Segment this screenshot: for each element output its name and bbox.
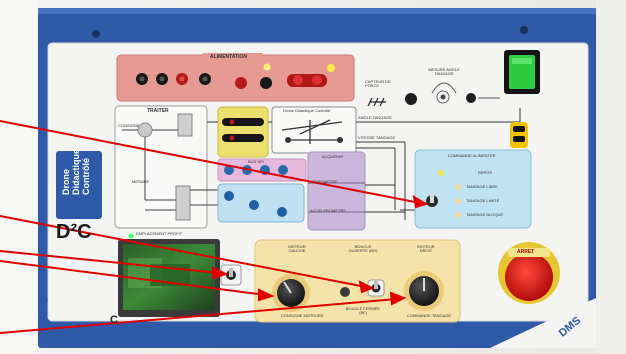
open-loop-title: BOUCLE OUVERTE (BO): [348, 244, 378, 253]
acquisition-title: ACQUERIR: [322, 154, 344, 159]
drone-title: Drone Didactique Contrôlé: [283, 108, 331, 113]
pointer-to-bo-bf-switch: [0, 215, 367, 288]
mode-led: [455, 212, 461, 218]
right-margin: [596, 0, 626, 354]
gyro-label: GYROMETRE: [312, 179, 338, 184]
pointer-to-mode-switch: [0, 120, 421, 204]
speed-output-label: VITESSE TANGAGE: [358, 135, 396, 140]
pointer-arrowhead: [358, 280, 375, 294]
mode-led: [438, 170, 444, 176]
power-command-block: [414, 149, 532, 229]
accel-label: ACCELEROMETRE: [310, 208, 347, 213]
angle-output-label: ANGLE TANGAGE: [358, 115, 392, 120]
supply-title: ALIMENTATION: [210, 54, 248, 60]
bo-bf-terminal: [340, 287, 350, 297]
force-sensor-title: CAPTEUR DE FORCE: [365, 79, 391, 88]
supply-terminals: [136, 73, 327, 89]
side-title-line: Didactique: [71, 148, 81, 195]
mode-led: [455, 184, 461, 190]
force-terminal: [405, 93, 417, 105]
corrector-box: [177, 113, 193, 137]
left-motor-title: MOTEUR GAUCHE: [288, 244, 306, 253]
filter-box: [175, 185, 191, 221]
connector-block: [217, 183, 305, 223]
stop-label: ARRET: [517, 249, 535, 255]
status-led: [128, 233, 134, 239]
processing-wires: [122, 129, 222, 211]
processing-title: TRAITER: [147, 108, 169, 114]
corner-triangle: [490, 298, 596, 348]
supply-led: [327, 64, 335, 72]
screw: [520, 26, 528, 34]
angle-terminal-black: [466, 93, 476, 103]
mode-led: [455, 198, 461, 204]
corner-letter: C: [110, 314, 118, 326]
mode-limite: TANGAGE LIMITÉ: [466, 198, 500, 203]
supply-led: [263, 63, 271, 71]
mode-libre: TANGAGE LIBRE: [466, 184, 498, 189]
pointer-to-right-motor-knob: [0, 298, 398, 334]
mode-bloque: TANGAGE BLOQUÉ: [466, 212, 504, 217]
summator: [137, 122, 153, 138]
stop-button[interactable]: [505, 253, 553, 301]
acquisition-block: [307, 151, 366, 231]
pointer-arrowhead: [212, 266, 229, 280]
left-margin: [0, 0, 38, 354]
consigne-label: CONSIGNE: [118, 123, 140, 128]
side-title-line: Drone: [61, 168, 71, 195]
pointer-arrowhead: [258, 288, 275, 302]
closed-loop-title: BOUCLE FERMÉE (BF): [345, 306, 381, 315]
drone-sketch: [281, 119, 343, 144]
angle-measure-title: MESURE ANGLE TANGAGE: [428, 67, 460, 76]
right-motor-title: MOTEUR DROIT: [417, 244, 435, 253]
measure-label: MESURE: [132, 179, 150, 184]
board-highlight: [38, 8, 596, 14]
side-title-panel: [56, 151, 102, 219]
pointer-arrowhead: [389, 291, 407, 306]
ground-symbol: [367, 97, 386, 107]
screw: [92, 30, 100, 38]
pointer-to-left-motor-knob: [0, 260, 267, 296]
supply-title-tab: [203, 53, 263, 61]
side-title-line: Contrôlé: [81, 158, 91, 195]
motor-command-title: CONSIGNE MOTEURS: [281, 313, 324, 318]
mode-repos: REPOS: [478, 170, 493, 175]
power-command-title: COMMANDE ALIMENTER: [448, 153, 496, 158]
pointer-arrowhead: [412, 195, 429, 209]
angle-symbol: [431, 82, 457, 94]
interface-block: [217, 106, 269, 158]
lcd-caption: EMPLACEMENT PROFIT: [136, 231, 183, 236]
side-title-text: Drone Didactique Contrôlé: [61, 149, 91, 195]
pointer-to-pc-manu-switch: [0, 250, 221, 274]
side-connector: [510, 122, 528, 148]
pitch-command-title: COMMANDE TANGAGE: [407, 313, 452, 318]
spi-bus-title: BUS SPI: [248, 159, 264, 164]
brand-mark: D²C: [56, 221, 92, 243]
